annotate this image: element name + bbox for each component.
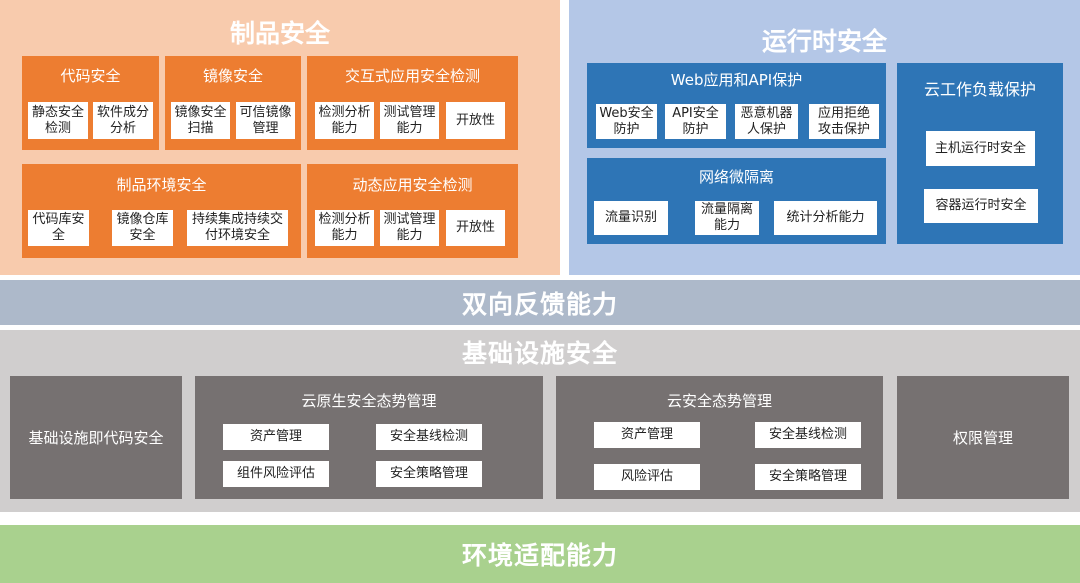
statistical-analysis-box: 统计分析能力	[774, 201, 877, 235]
iast-openness-box: 开放性	[446, 102, 505, 139]
static-security-check-box: 静态安全检测	[28, 102, 88, 139]
traffic-identification-box: 流量识别	[594, 201, 668, 235]
container-runtime-security-box: 容器运行时安全	[924, 189, 1038, 223]
waap-group: Web应用和API保护 Web安全防护 API安全防护 恶意机器人保护 应用拒绝…	[587, 63, 886, 148]
bidirectional-feedback-band: 双向反馈能力	[0, 280, 1080, 325]
cnspm-baseline-check-box: 安全基线检测	[376, 424, 482, 450]
cnspm-title: 云原生安全态势管理	[301, 392, 437, 410]
micro-segmentation-title: 网络微隔离	[698, 168, 774, 186]
iac-security-title: 基础设施即代码安全	[28, 429, 164, 447]
image-repo-security-box: 镜像仓库安全	[112, 210, 173, 246]
dast-test-management-box: 测试管理能力	[380, 210, 439, 246]
traffic-isolation-box: 流量隔离能力	[695, 201, 759, 235]
cwp-title: 云工作负载保护	[923, 80, 1036, 99]
product-security-title: 制品安全	[229, 19, 330, 48]
code-repo-security-box: 代码库安全	[28, 210, 89, 246]
cnspm-policy-management-box: 安全策略管理	[376, 461, 482, 487]
cspm-baseline-check-box: 安全基线检测	[755, 422, 861, 448]
cspm-risk-assessment-box: 风险评估	[594, 464, 700, 490]
runtime-security-title: 运行时安全	[761, 27, 887, 56]
cspm-asset-management-box: 资产管理	[594, 422, 700, 448]
cnspm-component-risk-box: 组件风险评估	[223, 461, 329, 487]
cicd-env-security-box: 持续集成持续交付环境安全	[187, 210, 288, 246]
cnspm-asset-management-box: 资产管理	[223, 424, 329, 450]
dast-openness-box: 开放性	[446, 210, 505, 246]
code-security-group: 代码安全 静态安全检测 软件成分分析	[22, 56, 159, 150]
iast-title: 交互式应用安全检测	[344, 67, 480, 85]
iast-test-management-box: 测试管理能力	[380, 102, 439, 139]
permission-management-group: 权限管理	[897, 376, 1069, 499]
code-security-title: 代码安全	[60, 67, 121, 85]
dast-detection-analysis-box: 检测分析能力	[315, 210, 374, 246]
cspm-policy-management-box: 安全策略管理	[755, 464, 861, 490]
permission-management-title: 权限管理	[952, 429, 1013, 447]
iac-security-group: 基础设施即代码安全	[10, 376, 182, 499]
infrastructure-security-title: 基础设施安全	[461, 339, 618, 368]
image-security-group: 镜像安全 镜像安全扫描 可信镜像管理	[165, 56, 301, 150]
app-dos-protection-box: 应用拒绝攻击保护	[809, 104, 879, 139]
bot-protection-box: 恶意机器人保护	[735, 104, 798, 139]
artifact-env-security-title: 制品环境安全	[116, 176, 207, 194]
artifact-env-security-group: 制品环境安全 代码库安全 镜像仓库安全 持续集成持续交付环境安全	[22, 164, 301, 258]
host-runtime-security-box: 主机运行时安全	[926, 131, 1035, 166]
cnspm-group: 云原生安全态势管理 资产管理 安全基线检测 组件风险评估 安全策略管理	[195, 376, 543, 499]
software-composition-analysis-box: 软件成分分析	[93, 102, 153, 139]
waap-title: Web应用和API保护	[670, 71, 803, 89]
iast-group: 交互式应用安全检测 检测分析能力 测试管理能力 开放性	[307, 56, 518, 150]
cwp-group: 云工作负载保护 主机运行时安全 容器运行时安全	[897, 63, 1063, 244]
image-security-title: 镜像安全	[202, 67, 263, 85]
web-security-protection-box: Web安全防护	[596, 104, 657, 139]
api-security-protection-box: API安全防护	[665, 104, 726, 139]
micro-segmentation-group: 网络微隔离 流量识别 流量隔离能力 统计分析能力	[587, 158, 886, 244]
image-security-scan-box: 镜像安全扫描	[171, 102, 230, 139]
environment-adaptation-band: 环境适配能力	[0, 525, 1080, 583]
cspm-group: 云安全态势管理 资产管理 安全基线检测 风险评估 安全策略管理	[556, 376, 883, 499]
iast-detection-analysis-box: 检测分析能力	[315, 102, 374, 139]
environment-adaptation-title: 环境适配能力	[461, 541, 618, 570]
dast-group: 动态应用安全检测 检测分析能力 测试管理能力 开放性	[307, 164, 518, 258]
trusted-image-management-box: 可信镜像管理	[236, 102, 295, 139]
dast-title: 动态应用安全检测	[352, 176, 473, 194]
bidirectional-feedback-title: 双向反馈能力	[461, 289, 618, 319]
cspm-title: 云安全态势管理	[666, 392, 772, 410]
